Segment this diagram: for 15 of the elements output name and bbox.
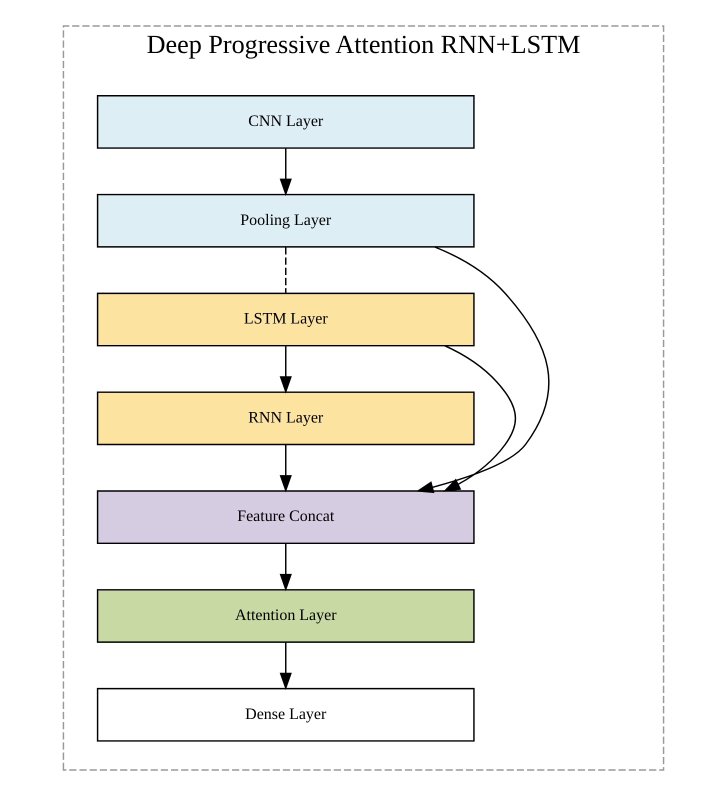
arrow — [279, 642, 292, 690]
arrow — [279, 445, 292, 493]
node-box: CNN Layer — [96, 95, 474, 149]
node-box: Pooling Layer — [96, 194, 474, 248]
arrow — [279, 544, 292, 592]
arrow — [442, 345, 516, 492]
node-box: LSTM Layer — [96, 292, 474, 346]
node-box: Dense Layer — [96, 688, 474, 742]
connector — [284, 247, 286, 293]
node-box: RNN Layer — [96, 391, 474, 446]
arrow — [279, 346, 292, 394]
arrow — [279, 148, 292, 196]
node-box: Attention Layer — [96, 589, 474, 643]
node-box: Feature Concat — [96, 490, 474, 544]
arrow — [416, 246, 550, 494]
